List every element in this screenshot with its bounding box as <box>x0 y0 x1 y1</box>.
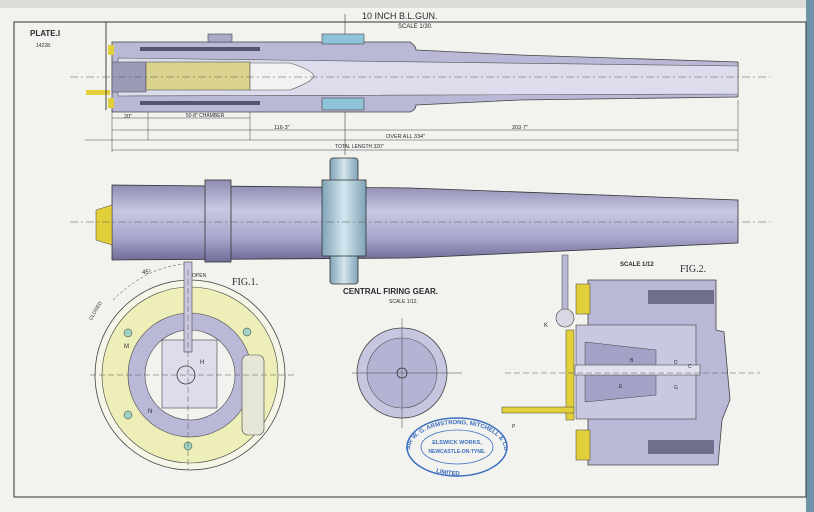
plate-number: 14228. <box>36 43 51 49</box>
svg-text:LIMITED: LIMITED <box>435 468 460 477</box>
firing-gear-title: CENTRAL FIRING GEAR. <box>343 287 438 296</box>
stamp-line2: NEWCASTLE-ON-TYNE. <box>428 449 486 455</box>
drawing-scale: SCALE 1/30. <box>398 24 433 30</box>
fig2-label-b: B <box>630 358 634 364</box>
firing-gear-disc <box>352 318 462 428</box>
fig1-angle: 45° <box>142 270 152 276</box>
fig2-label-d: D <box>674 360 678 366</box>
stamp-line1: ELSWICK WORKS, <box>432 440 482 446</box>
fig2-label-e: E <box>619 384 623 390</box>
dim-overall: OVER ALL 334" <box>386 134 425 140</box>
gun-exterior-view <box>70 157 770 285</box>
dim-116: 116·3" <box>274 125 290 131</box>
dim-203: 203·7" <box>512 125 528 131</box>
dim-total: TOTAL LENGTH 320" <box>335 144 384 150</box>
fig1-breech-face <box>90 261 295 471</box>
firing-gear-scale: SCALE 1/12. <box>389 299 418 305</box>
fig1-label-m: M <box>124 344 129 350</box>
dim-20: 20" <box>124 114 132 120</box>
drawing-title: 10 INCH B.L.GUN. <box>362 11 438 21</box>
stamp-outer-bottom: LIMITED <box>435 468 460 477</box>
dimension-lines <box>85 100 739 152</box>
dim-chamber: 50·8" CHAMBER <box>186 113 225 119</box>
gun-section-view <box>70 14 770 155</box>
fig1-label-n: N <box>148 409 152 415</box>
fig2-label-p: P <box>512 424 516 430</box>
fig1-title: FIG.1. <box>232 277 258 288</box>
fig1-label-h: H <box>200 360 204 366</box>
fig2-label-g: G <box>674 385 678 391</box>
fig2-scale: SCALE 1/12 <box>620 262 654 268</box>
plate-border <box>13 21 807 498</box>
plate-label: PLATE.I <box>30 29 60 38</box>
fig2-label-k: K <box>544 323 548 329</box>
fig2-title: FIG.2. <box>680 264 706 275</box>
fig1-open-label: OPEN <box>192 273 207 279</box>
fig2-label-c: C <box>688 364 692 370</box>
binding-edge <box>806 0 814 512</box>
fig2-breech-section <box>501 254 760 466</box>
